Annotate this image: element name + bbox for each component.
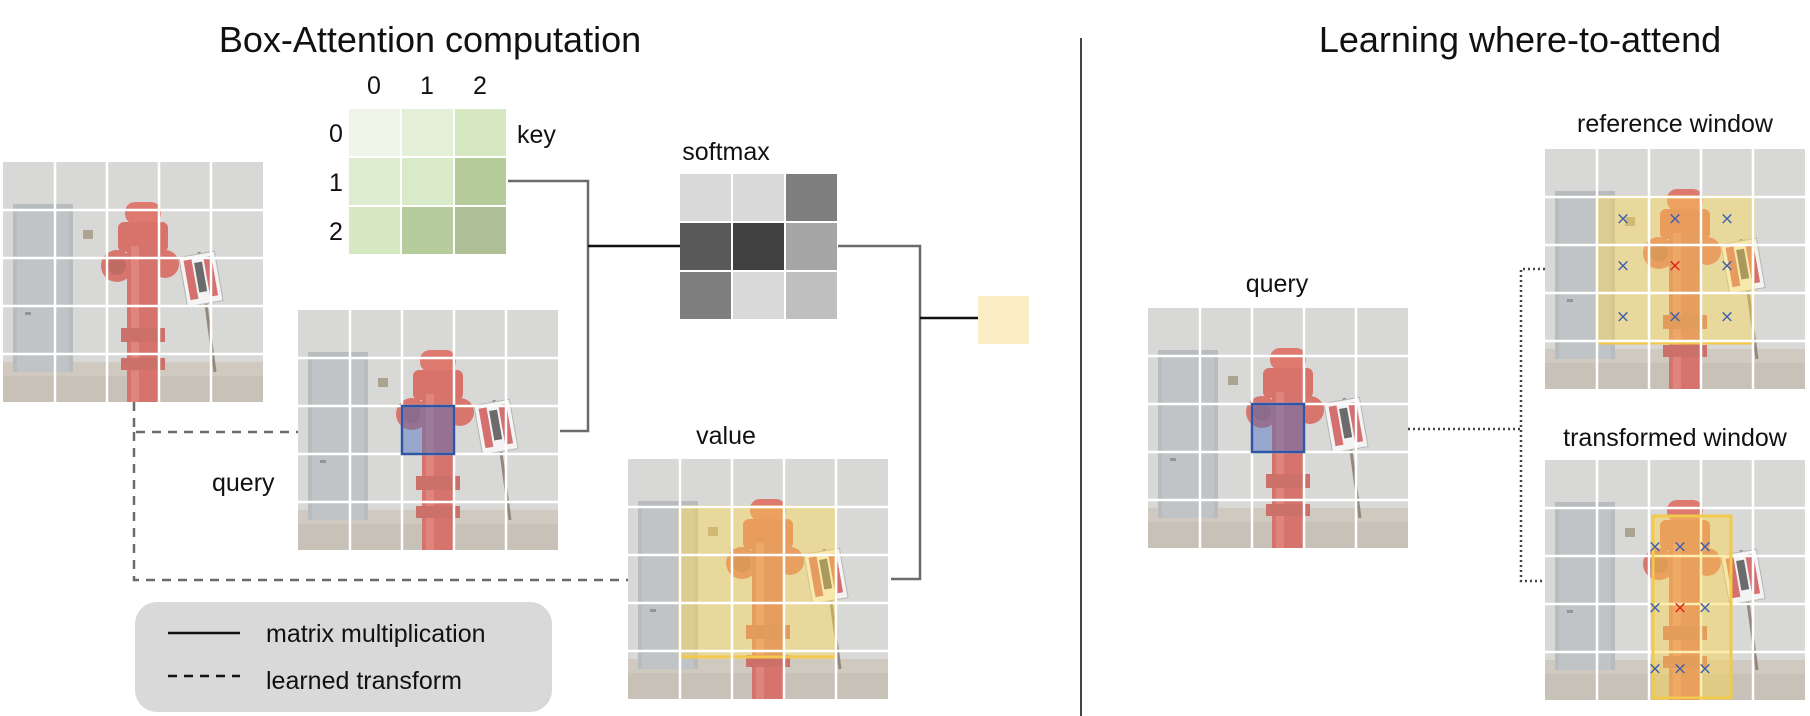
sample-point: × (1616, 256, 1630, 276)
transformed-label: transformed window (1563, 424, 1788, 452)
softmax-to-join (838, 244, 922, 318)
query-box-right (1250, 402, 1306, 454)
softmax-cell (680, 272, 731, 319)
sample-point: × (1668, 307, 1682, 327)
key-cells (349, 109, 506, 254)
reference-label: reference window (1577, 110, 1774, 138)
key-cell (455, 109, 506, 156)
transformed-window (1651, 514, 1733, 700)
sample-point: × (1648, 537, 1662, 557)
center-sample-point: × (1673, 598, 1687, 618)
key-matrix: 0 1 2 0 1 2 key (329, 72, 556, 254)
legend-solid-label: matrix multiplication (266, 620, 486, 648)
legend: matrix multiplication learned transform (135, 602, 552, 712)
softmax-cell (680, 223, 731, 270)
value-to-join (891, 318, 922, 581)
key-col-headers: 0 1 2 (367, 72, 487, 100)
reference-image: × × × × × × × × × (1543, 147, 1807, 391)
softmax-cell (733, 272, 784, 319)
source-to-query (132, 402, 298, 434)
key-cell (402, 109, 453, 156)
sample-point: × (1698, 537, 1712, 557)
right-title: Learning where-to-attend (1319, 19, 1721, 60)
key-cell (402, 207, 453, 254)
reference-sample-points: × × × × × × × × × (1616, 209, 1734, 327)
softmax-matrix (680, 174, 837, 319)
dotted-connectors (1408, 267, 1545, 583)
key-to-merge (508, 179, 590, 246)
query-image-right (1146, 306, 1410, 550)
key-row-header: 2 (329, 218, 343, 246)
key-cell (349, 158, 400, 205)
key-cell (402, 158, 453, 205)
value-label: value (696, 422, 756, 450)
solid-connectors (508, 179, 978, 581)
key-row-header: 1 (329, 169, 343, 197)
softmax-cell (733, 223, 784, 270)
key-cell (455, 158, 506, 205)
query-label-right: query (1246, 270, 1309, 298)
key-cell (455, 207, 506, 254)
key-col-header: 2 (473, 72, 487, 100)
sample-point: × (1673, 537, 1687, 557)
key-label: key (517, 121, 556, 149)
sample-point: × (1648, 598, 1662, 618)
query-label-left: query (212, 469, 275, 497)
softmax-cell (786, 272, 837, 319)
center-sample-point: × (1668, 256, 1682, 276)
source-to-value (132, 432, 628, 582)
sample-point: × (1698, 598, 1712, 618)
query-to-merge (560, 246, 590, 433)
query-image (296, 308, 560, 552)
key-cell (349, 207, 400, 254)
sample-point: × (1720, 209, 1734, 229)
key-cell (349, 109, 400, 156)
softmax-cell (786, 223, 837, 270)
legend-dashed-label: learned transform (266, 667, 462, 695)
query-box (400, 404, 456, 456)
value-window (678, 505, 838, 659)
softmax-cell (680, 174, 731, 221)
transformed-sample-points: × × × × × × × × × (1648, 537, 1712, 679)
transformed-image: × × × × × × × × × (1543, 458, 1807, 702)
softmax-cell (786, 174, 837, 221)
key-col-header: 0 (367, 72, 381, 100)
softmax-cell (733, 174, 784, 221)
branch-to-reference (1519, 267, 1545, 583)
sample-point: × (1720, 307, 1734, 327)
sample-point: × (1668, 209, 1682, 229)
output-square (978, 296, 1029, 344)
left-title: Box-Attention computation (219, 19, 641, 60)
sample-point: × (1720, 256, 1734, 276)
source-image (1, 160, 265, 404)
sample-point: × (1616, 307, 1630, 327)
sample-point: × (1616, 209, 1630, 229)
dashed-connectors (132, 402, 628, 582)
key-row-headers: 0 1 2 (329, 120, 343, 246)
key-col-header: 1 (420, 72, 434, 100)
legend-box (135, 602, 552, 712)
key-row-header: 0 (329, 120, 343, 148)
value-image (626, 457, 890, 701)
softmax-label: softmax (682, 138, 770, 166)
sample-point: × (1673, 659, 1687, 679)
sample-point: × (1698, 659, 1712, 679)
sample-point: × (1648, 659, 1662, 679)
